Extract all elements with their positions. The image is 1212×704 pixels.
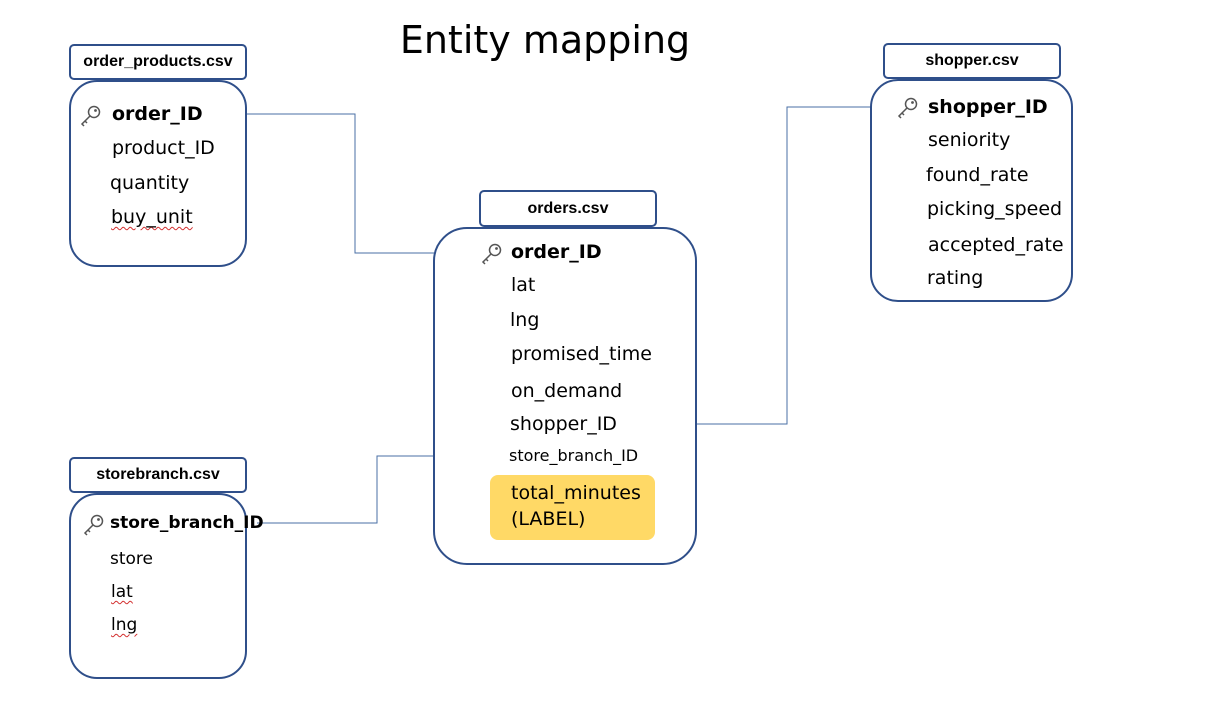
shopper-table-header: shopper.csv	[883, 43, 1061, 79]
storebranch-table-header: storebranch.csv	[69, 457, 247, 493]
order-products-table-header: order_products.csv	[69, 44, 247, 80]
shopper-field: accepted_rate	[928, 234, 1064, 256]
storebranch-table	[69, 493, 247, 679]
order-products-field: buy_unit	[111, 206, 193, 228]
storebranch-field: store	[110, 549, 153, 569]
shopper-key-field: shopper_ID	[928, 96, 1048, 118]
diagram-title: Entity mapping	[399, 18, 691, 62]
shopper-field: picking_speed	[927, 198, 1063, 220]
link-order-products-to-orders	[247, 113, 468, 254]
label-field: total_minutes (LABEL)	[511, 480, 641, 532]
shopper-table	[870, 79, 1073, 302]
orders-field: on_demand	[511, 380, 623, 402]
storebranch-key-field: store_branch_ID	[110, 513, 264, 533]
label-field-highlight	[490, 475, 655, 540]
storebranch-field: lat	[111, 582, 133, 602]
orders-field: lng	[510, 309, 540, 331]
key-icon	[80, 105, 101, 127]
key-icon	[83, 514, 104, 536]
label-field-tag: (LABEL)	[511, 508, 586, 530]
key-icon	[481, 243, 502, 265]
orders-field: lat	[511, 274, 536, 296]
shopper-field: rating	[927, 267, 984, 289]
storebranch-table-name: storebranch.csv	[96, 466, 220, 483]
order-products-key-field: order_ID	[112, 103, 203, 125]
shopper-field: found_rate	[926, 164, 1029, 186]
order-products-table-name: order_products.csv	[83, 53, 233, 70]
storebranch-field: lng	[111, 615, 138, 635]
label-field-name: total_minutes	[511, 482, 641, 504]
order-products-field: quantity	[110, 172, 190, 194]
orders-table-header: orders.csv	[479, 190, 657, 227]
link-orders-to-shopper	[657, 106, 895, 425]
shopper-field: seniority	[928, 129, 1011, 151]
key-icon	[897, 97, 918, 119]
orders-field: promised_time	[511, 343, 652, 365]
orders-field: shopper_ID	[510, 413, 617, 435]
order-products-field: product_ID	[112, 137, 215, 159]
order-products-table	[69, 80, 247, 267]
orders-key-field: order_ID	[511, 241, 602, 263]
orders-table-name: orders.csv	[527, 199, 609, 217]
shopper-table-name: shopper.csv	[925, 52, 1019, 69]
orders-field: store_branch_ID	[509, 446, 639, 465]
